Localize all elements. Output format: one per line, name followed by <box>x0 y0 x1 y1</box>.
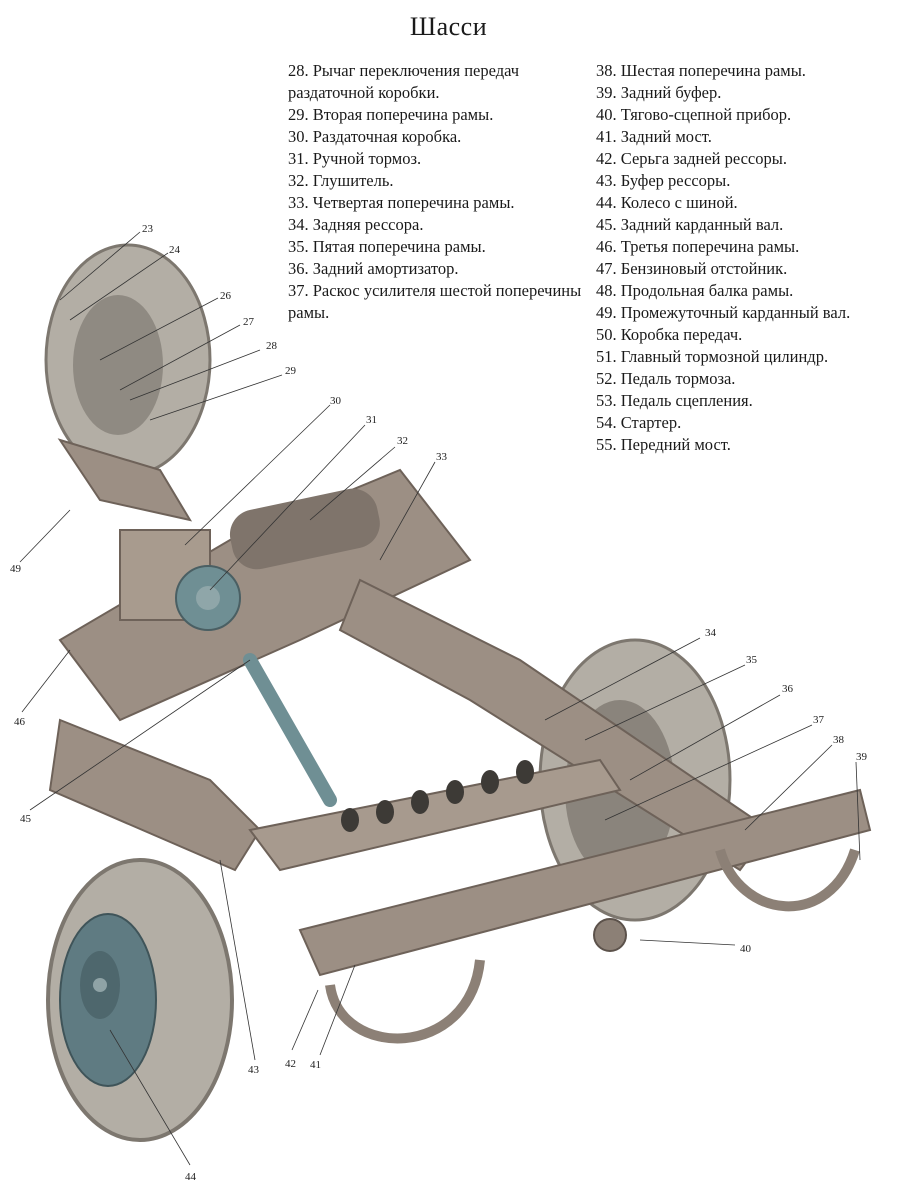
legend-item: 47. Бензиновый отстойник. <box>596 259 788 278</box>
legend-item: 34. Задняя рессора. <box>288 215 424 234</box>
rear-propeller-shaft <box>243 653 337 807</box>
callout-24: 24 <box>169 244 181 256</box>
callout-28: 28 <box>266 340 278 352</box>
legend-item: 36. Задний амортизатор. <box>288 259 459 278</box>
callout-30: 30 <box>330 395 342 407</box>
legend-item: 46. Третья поперечина рамы. <box>596 237 800 256</box>
legend-item: 42. Серьга задней рессоры. <box>596 149 787 168</box>
legend-item: 55. Передний мост. <box>596 435 731 454</box>
callout-33: 33 <box>436 451 448 463</box>
legend-item: 50. Коробка передач. <box>596 325 743 344</box>
leader-lines <box>19 231 861 1166</box>
callout-39: 39 <box>856 751 868 763</box>
legend-item: 51. Главный тормозной цилиндр. <box>596 347 829 366</box>
callout-43: 43 <box>248 1064 260 1076</box>
legend-item: 32. Глушитель. <box>288 171 394 190</box>
legend-left-column: 28. Рычаг переключения передач раздаточн… <box>288 60 588 324</box>
transfer-case <box>119 529 241 631</box>
callout-26: 26 <box>220 290 232 302</box>
callout-41: 41 <box>310 1059 321 1071</box>
callout-35: 35 <box>746 654 758 666</box>
legend-item: 41. Задний мост. <box>596 127 712 146</box>
legend-item: 39. Задний буфер. <box>596 83 722 102</box>
callout-34: 34 <box>705 627 717 639</box>
callout-29: 29 <box>285 365 297 377</box>
callout-49: 49 <box>10 563 22 575</box>
callout-numbers: 23 24 26 27 28 29 30 31 32 33 34 35 36 3… <box>10 223 868 1183</box>
callout-23: 23 <box>142 223 154 235</box>
legend-right-column: 38. Шестая поперечина рамы. 39. Задний б… <box>596 60 891 456</box>
legend-item: 43. Буфер рессоры. <box>596 171 731 190</box>
legend-item: 30. Раздаточная коробка. <box>288 127 462 146</box>
legend-item: 31. Ручной тормоз. <box>288 149 422 168</box>
callout-44: 44 <box>185 1171 197 1183</box>
legend-item: 33. Четвертая поперечина рамы. <box>288 193 515 212</box>
front-wheel <box>46 858 234 1142</box>
legend-item: 53. Педаль сцепления. <box>596 391 753 410</box>
cross-member-holes <box>341 760 534 832</box>
callout-45: 45 <box>20 813 32 825</box>
legend-item: 45. Задний карданный вал. <box>596 215 784 234</box>
callout-42: 42 <box>285 1058 296 1070</box>
callout-32: 32 <box>397 435 408 447</box>
muffler <box>229 488 380 570</box>
rear-bumpers <box>325 848 860 1044</box>
legend-item: 38. Шестая поперечина рамы. <box>596 61 806 80</box>
legend-item: 54. Стартер. <box>596 413 682 432</box>
towing-hook <box>593 918 627 952</box>
legend-item: 28. Рычаг переключения передач раздаточн… <box>288 61 520 102</box>
callout-38: 38 <box>833 734 845 746</box>
upper-wheel <box>44 243 212 477</box>
legend-item: 35. Пятая поперечина рамы. <box>288 237 486 256</box>
legend-item: 48. Продольная балка рамы. <box>596 281 794 300</box>
legend-item: 37. Раскос усилителя шестой поперечины р… <box>288 281 582 322</box>
legend-item: 49. Промежуточный карданный вал. <box>596 303 851 322</box>
legend-item: 40. Тягово-сцепной прибор. <box>596 105 792 124</box>
legend-item: 52. Педаль тормоза. <box>596 369 736 388</box>
legend-item: 44. Колесо с шиной. <box>596 193 738 212</box>
callout-37: 37 <box>813 714 825 726</box>
page-title: Шасси <box>409 12 488 41</box>
callout-27: 27 <box>243 316 255 328</box>
callout-40: 40 <box>740 943 752 955</box>
callout-36: 36 <box>782 683 794 695</box>
callout-46: 46 <box>14 716 26 728</box>
callout-31: 31 <box>366 414 377 426</box>
legend-item: 29. Вторая поперечина рамы. <box>288 105 494 124</box>
